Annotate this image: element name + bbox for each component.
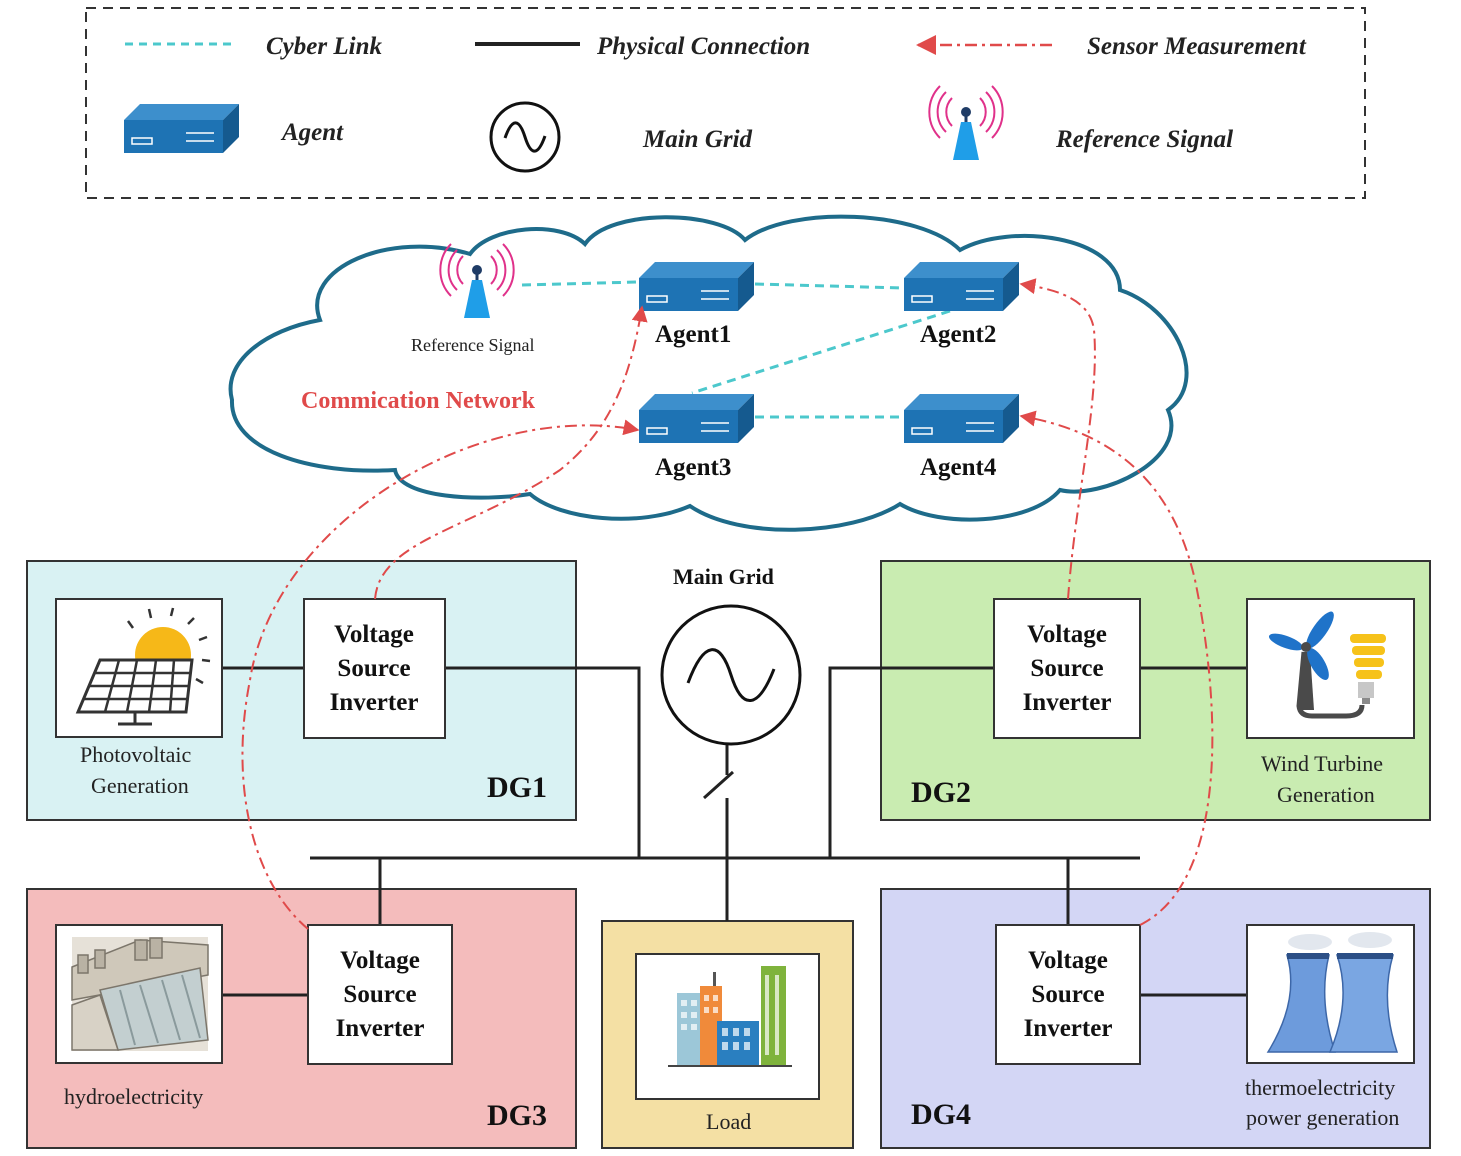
buildings-icon xyxy=(668,966,792,1067)
agent1-label: Agent1 xyxy=(655,321,731,348)
solar-panel-icon xyxy=(75,607,211,726)
dg2-inverter-line2: Source xyxy=(1030,655,1103,682)
dg3-inverter xyxy=(307,924,453,1065)
dg3-inverter-line3: Inverter xyxy=(336,1015,425,1042)
load-label: Load xyxy=(706,1109,751,1134)
wind-turbine-icon xyxy=(1268,611,1386,719)
dg2-inverter-line1: Voltage xyxy=(1027,621,1107,648)
network-label: Commication Network xyxy=(301,388,536,414)
legend-box xyxy=(85,7,1366,199)
dg1-caption-line1: Photovoltaic xyxy=(80,742,191,767)
dg4-inverter-line2: Source xyxy=(1031,981,1104,1008)
legend-antenna-icon xyxy=(927,84,1005,162)
dg2-inverter xyxy=(993,598,1141,739)
dg1-label: DG1 xyxy=(487,771,547,804)
grid-switch-icon xyxy=(702,770,735,800)
sensor-measurement-links xyxy=(241,278,1214,930)
dg2-inverter-line3: Inverter xyxy=(1023,689,1112,716)
physical-connections xyxy=(222,666,1247,997)
legend-physical-connection-label: Physical Connection xyxy=(596,33,810,60)
dg4-inverter-line1: Voltage xyxy=(1028,947,1108,974)
dg2-caption-line1: Wind Turbine xyxy=(1261,751,1383,776)
agent2-label: Agent2 xyxy=(920,321,996,348)
agent3-icon xyxy=(638,393,755,444)
dg3-inverter-line1: Voltage xyxy=(340,947,420,974)
dg1-inverter xyxy=(303,598,446,739)
dg4-label: DG4 xyxy=(911,1098,971,1131)
cooling-tower-icon xyxy=(1266,932,1399,1053)
agent4-label: Agent4 xyxy=(920,454,997,481)
cyber-links xyxy=(521,280,951,419)
legend-cyber-link-label: Cyber Link xyxy=(266,33,382,60)
dg1-inverter-line1: Voltage xyxy=(334,621,414,648)
dg2-label: DG2 xyxy=(911,776,971,809)
agent4-icon xyxy=(903,393,1020,444)
main-grid-icon xyxy=(660,604,802,746)
legend-main-grid-label: Main Grid xyxy=(642,126,753,153)
legend-agent-label: Agent xyxy=(280,119,344,146)
dg4-inverter xyxy=(995,924,1141,1065)
dg3-caption: hydroelectricity xyxy=(64,1084,203,1109)
main-grid-label: Main Grid xyxy=(673,564,774,589)
legend-reference-signal-label: Reference Signal xyxy=(1055,126,1233,153)
dg4-caption-line2: power generation xyxy=(1246,1105,1399,1130)
dg4-inverter-line3: Inverter xyxy=(1024,1015,1113,1042)
legend-sensor-measurement-label: Sensor Measurement xyxy=(1087,33,1307,60)
dg1-inverter-line2: Source xyxy=(337,655,410,682)
dg1-inverter-line3: Inverter xyxy=(330,689,419,716)
agent3-label: Agent3 xyxy=(655,454,731,481)
agent2-icon xyxy=(903,261,1020,312)
dg4-caption-line1: thermoelectricity xyxy=(1245,1075,1395,1100)
dg2-caption-line2: Generation xyxy=(1277,782,1375,807)
legend-agent-icon xyxy=(123,103,240,154)
dg3-label: DG3 xyxy=(487,1099,547,1132)
legend-main-grid-icon xyxy=(489,101,561,173)
hydro-dam-icon xyxy=(71,937,209,1051)
network-reference-signal-label: Reference Signal xyxy=(411,335,534,355)
dg3-inverter-line2: Source xyxy=(343,981,416,1008)
dg1-caption-line2: Generation xyxy=(91,773,189,798)
agent1-icon xyxy=(638,261,755,312)
